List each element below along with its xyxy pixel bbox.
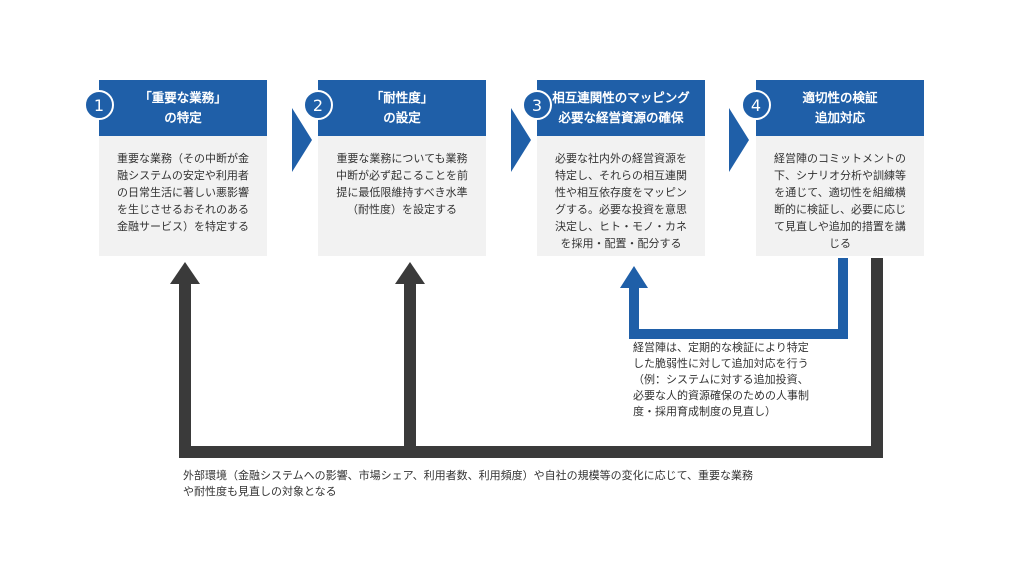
step-1-title-line-2: の特定 — [164, 110, 202, 125]
feedback-loop-line — [629, 258, 848, 339]
step-2-title-line-2: の設定 — [383, 110, 421, 125]
step-3-number-badge: 3 — [522, 90, 552, 120]
step-4-description: 経営陣のコミットメントの 下、シナリオ分析や訓練等 を通じて、適切性を組織横 断… — [756, 136, 924, 256]
step-3-title-line-1: 相互連関性のマッピング — [552, 90, 690, 105]
feedback-arrowhead — [620, 266, 648, 288]
review-loop-line — [179, 258, 883, 458]
step-1-header: 「重要な業務」 の特定 — [99, 80, 267, 136]
step-1-description: 重要な業務（その中断が金 融システムの安定や利用者 の日常生活に著しい悪影響 を… — [99, 136, 267, 256]
step-arrow-1-2 — [292, 108, 312, 172]
step-2-description: 重要な業務についても業務 中断が必ず起こることを前 提に最低限維持すべき水準 （… — [318, 136, 486, 256]
feedback-note: 経営陣は、定期的な検証により特定 した脆弱性に対して追加対応を行う （例：システ… — [633, 341, 809, 418]
external-environment-note: 外部環境（金融システムへの影響、市場シェア、利用者数、利用頻度）や自社の規模等の… — [183, 469, 754, 498]
step-2-title-line-1: 「耐性度」 — [370, 90, 434, 105]
loop-arrowhead-step1 — [170, 262, 200, 284]
step-4-title-line-2: 追加対応 — [814, 110, 865, 125]
step-3-header: 相互連関性のマッピング 必要な経営資源の確保 — [537, 80, 705, 136]
loop-arrowhead-step2 — [395, 262, 425, 284]
step-arrow-2-3 — [511, 108, 531, 172]
step-1-number-badge: 1 — [84, 90, 114, 120]
step-2-number-badge: 2 — [303, 90, 333, 120]
step-4-header: 適切性の検証 追加対応 — [756, 80, 924, 136]
step-2-header: 「耐性度」 の設定 — [318, 80, 486, 136]
step-3-title-line-2: 必要な経営資源の確保 — [558, 110, 684, 125]
step-4-number-badge: 4 — [741, 90, 771, 120]
step-3-description: 必要な社内外の経営資源を 特定し、それらの相互連関 性や相互依存度をマッピン グ… — [537, 136, 705, 256]
step-1-title-line-1: 「重要な業務」 — [139, 90, 227, 105]
step-arrow-3-4 — [729, 108, 749, 172]
step-4-title-line-1: 適切性の検証 — [802, 90, 878, 105]
